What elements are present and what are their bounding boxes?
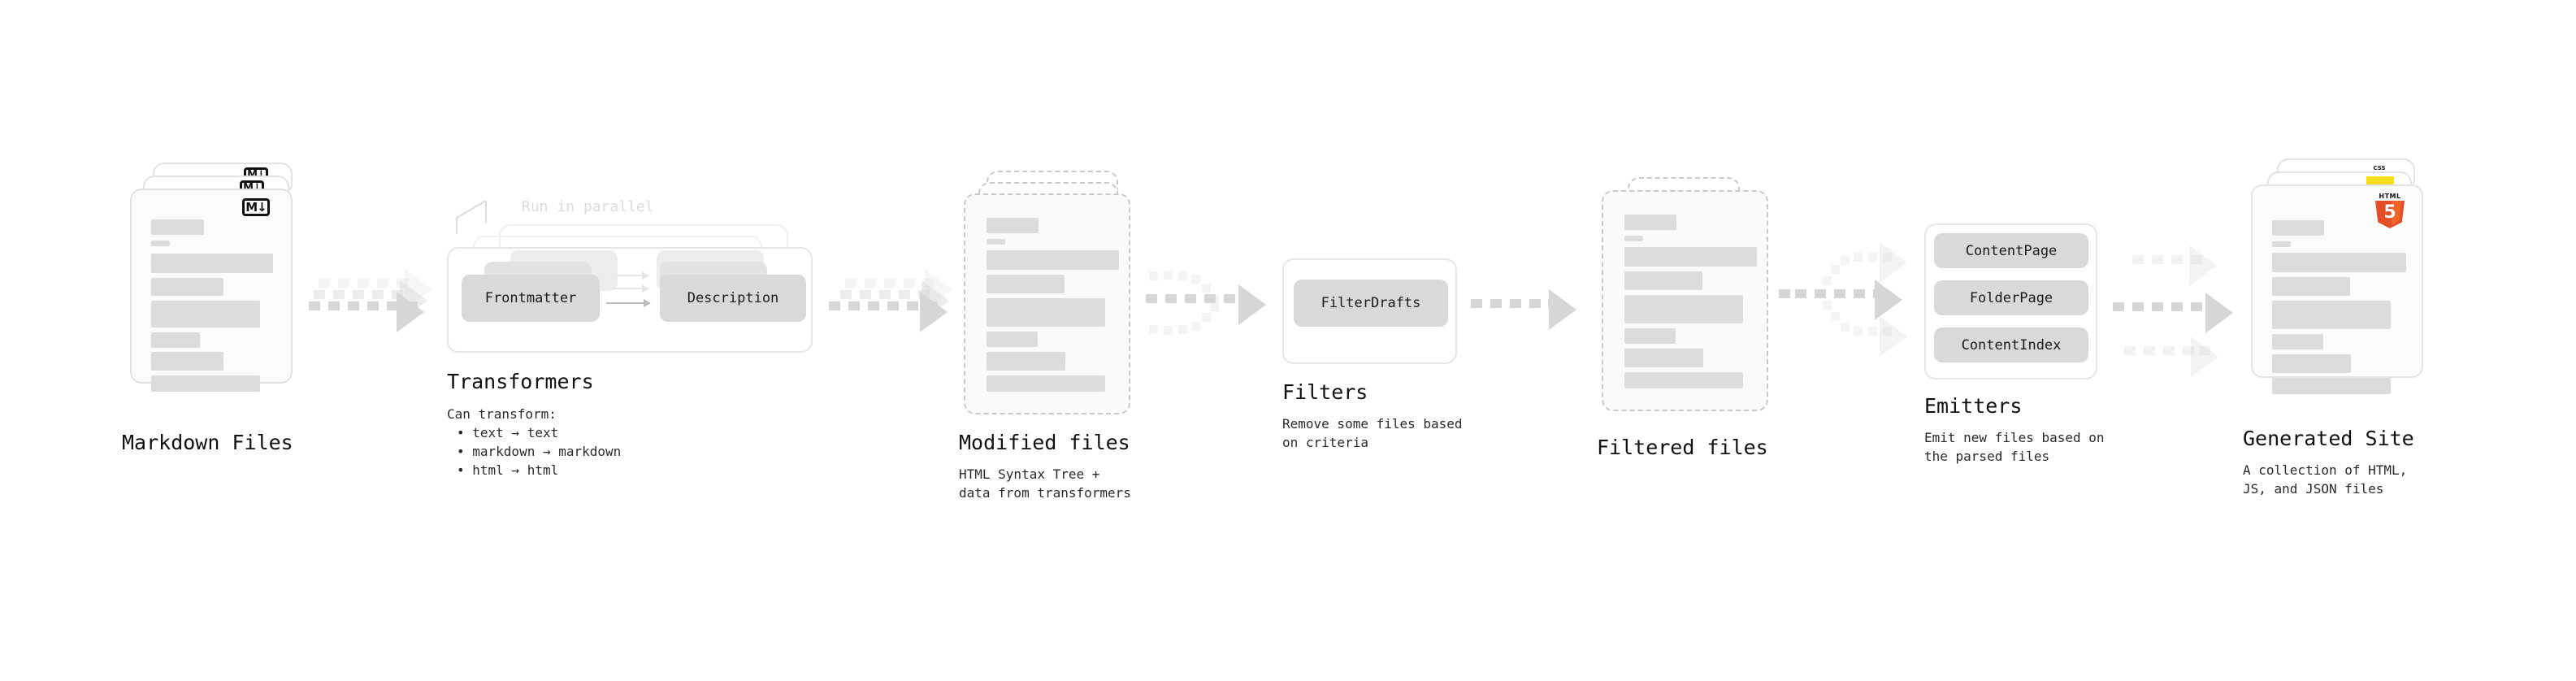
- transformer-chip-description[interactable]: Description: [660, 275, 806, 322]
- stage-title-generated-site: Generated Site: [2243, 427, 2414, 450]
- skeleton-line: [151, 375, 260, 392]
- skeleton-line: [1624, 271, 1702, 290]
- transform-bullet-html: • html → html: [457, 462, 559, 478]
- connector-filtered-to-emitters: [1776, 228, 1930, 366]
- stage-title-transformers: Transformers: [447, 370, 594, 393]
- modified-card-front: [964, 193, 1130, 414]
- connector-transformers-to-modified: [829, 269, 975, 337]
- stage-filtered-files: Filtered files: [1597, 177, 1784, 459]
- skeleton-line: [2272, 378, 2391, 394]
- stage-title-filtered-files: Filtered files: [1597, 436, 1768, 459]
- skeleton-line: [151, 332, 200, 348]
- modified-file-stack: [959, 171, 1146, 423]
- stage-desc-filters: Remove some files based on criteria: [1282, 416, 1463, 450]
- skeleton-line: [2272, 220, 2324, 236]
- filtered-card-front: [1602, 190, 1768, 411]
- markdown-file-stack: M↓ M↓ M↓: [122, 163, 309, 423]
- skeleton-line: [151, 278, 223, 296]
- stage-desc-transformers: Can transform:: [447, 406, 557, 422]
- transformer-inner-arrow: [606, 299, 651, 307]
- html5-icon: HTML 5: [2375, 193, 2405, 228]
- skeleton-line: [987, 332, 1038, 347]
- transformer-inner-arrow: [616, 271, 649, 280]
- transformer-chip-frontmatter[interactable]: Frontmatter: [462, 275, 600, 322]
- stage-markdown-files: M↓ M↓ M↓ Markdown Files: [122, 163, 309, 454]
- skeleton-line: [1624, 328, 1676, 344]
- skeleton-line: [1624, 236, 1643, 241]
- stage-title-filters: Filters: [1282, 380, 1368, 404]
- connector-modified-to-filters: [1138, 258, 1284, 356]
- run-in-parallel-label: Run in parallel: [522, 198, 654, 215]
- skeleton-line: [2272, 354, 2351, 373]
- skeleton-line: [987, 375, 1105, 392]
- skeleton-line: [2272, 253, 2406, 272]
- html5-icon-digit: 5: [2383, 202, 2396, 223]
- skeleton-line: [2272, 334, 2323, 349]
- skeleton-line: [151, 241, 170, 246]
- filter-chip-filterdrafts[interactable]: FilterDrafts: [1294, 280, 1448, 327]
- skeleton-line: [151, 254, 273, 273]
- skeleton-line: [987, 352, 1065, 371]
- skeleton-line: [2272, 277, 2350, 296]
- skeleton-line: [2272, 241, 2291, 247]
- stage-desc-modified-files: HTML Syntax Tree + data from transformer…: [959, 466, 1131, 501]
- connector-filters-to-filtered: [1471, 288, 1593, 337]
- emitter-chip-folderpage[interactable]: FolderPage: [1934, 280, 2088, 315]
- filtered-file-stack: [1597, 177, 1784, 421]
- transform-bullet-text: • text → text: [457, 425, 559, 440]
- skeleton-line: [987, 218, 1039, 233]
- stage-title-modified-files: Modified files: [959, 431, 1130, 454]
- transformer-inner-arrow: [613, 284, 649, 293]
- stage-desc-emitters: Emit new files based on the parsed files: [1924, 430, 2105, 464]
- connector-markdown-to-transformers: [309, 269, 447, 337]
- skeleton-line: [987, 298, 1105, 327]
- generated-site-stack: CSS HTML 5: [2243, 158, 2454, 427]
- markdown-card-front: [130, 189, 293, 392]
- stage-title-emitters: Emitters: [1924, 394, 2023, 418]
- skeleton-line: [987, 239, 1005, 245]
- emitter-chip-contentpage[interactable]: ContentPage: [1934, 233, 2088, 268]
- connector-emitters-to-site: [2113, 234, 2259, 377]
- stage-modified-files: Modified files HTML Syntax Tree + data f…: [959, 171, 1146, 501]
- skeleton-line: [151, 219, 204, 235]
- run-in-parallel-bracket: [455, 197, 618, 234]
- stage-desc-generated-site: A collection of HTML, JS, and JSON files: [2243, 462, 2408, 497]
- skeleton-line: [1624, 372, 1743, 388]
- css-icon-label: CSS: [2373, 165, 2386, 171]
- markdown-icon: M↓: [242, 198, 270, 216]
- skeleton-line: [1624, 247, 1757, 267]
- skeleton-line: [987, 275, 1065, 293]
- skeleton-line: [1624, 215, 1676, 230]
- emitter-chip-contentindex[interactable]: ContentIndex: [1934, 327, 2088, 362]
- skeleton-line: [151, 301, 260, 327]
- skeleton-line: [2272, 301, 2391, 329]
- skeleton-line: [1624, 295, 1743, 323]
- skeleton-line: [1624, 349, 1703, 367]
- html5-icon-cap: HTML: [2379, 193, 2401, 200]
- skeleton-line: [987, 250, 1119, 270]
- stage-title-markdown-files: Markdown Files: [122, 431, 293, 454]
- skeleton-line: [151, 352, 223, 371]
- transform-bullet-markdown: • markdown → markdown: [457, 444, 622, 459]
- stage-generated-site: CSS HTML 5 G: [2243, 158, 2454, 497]
